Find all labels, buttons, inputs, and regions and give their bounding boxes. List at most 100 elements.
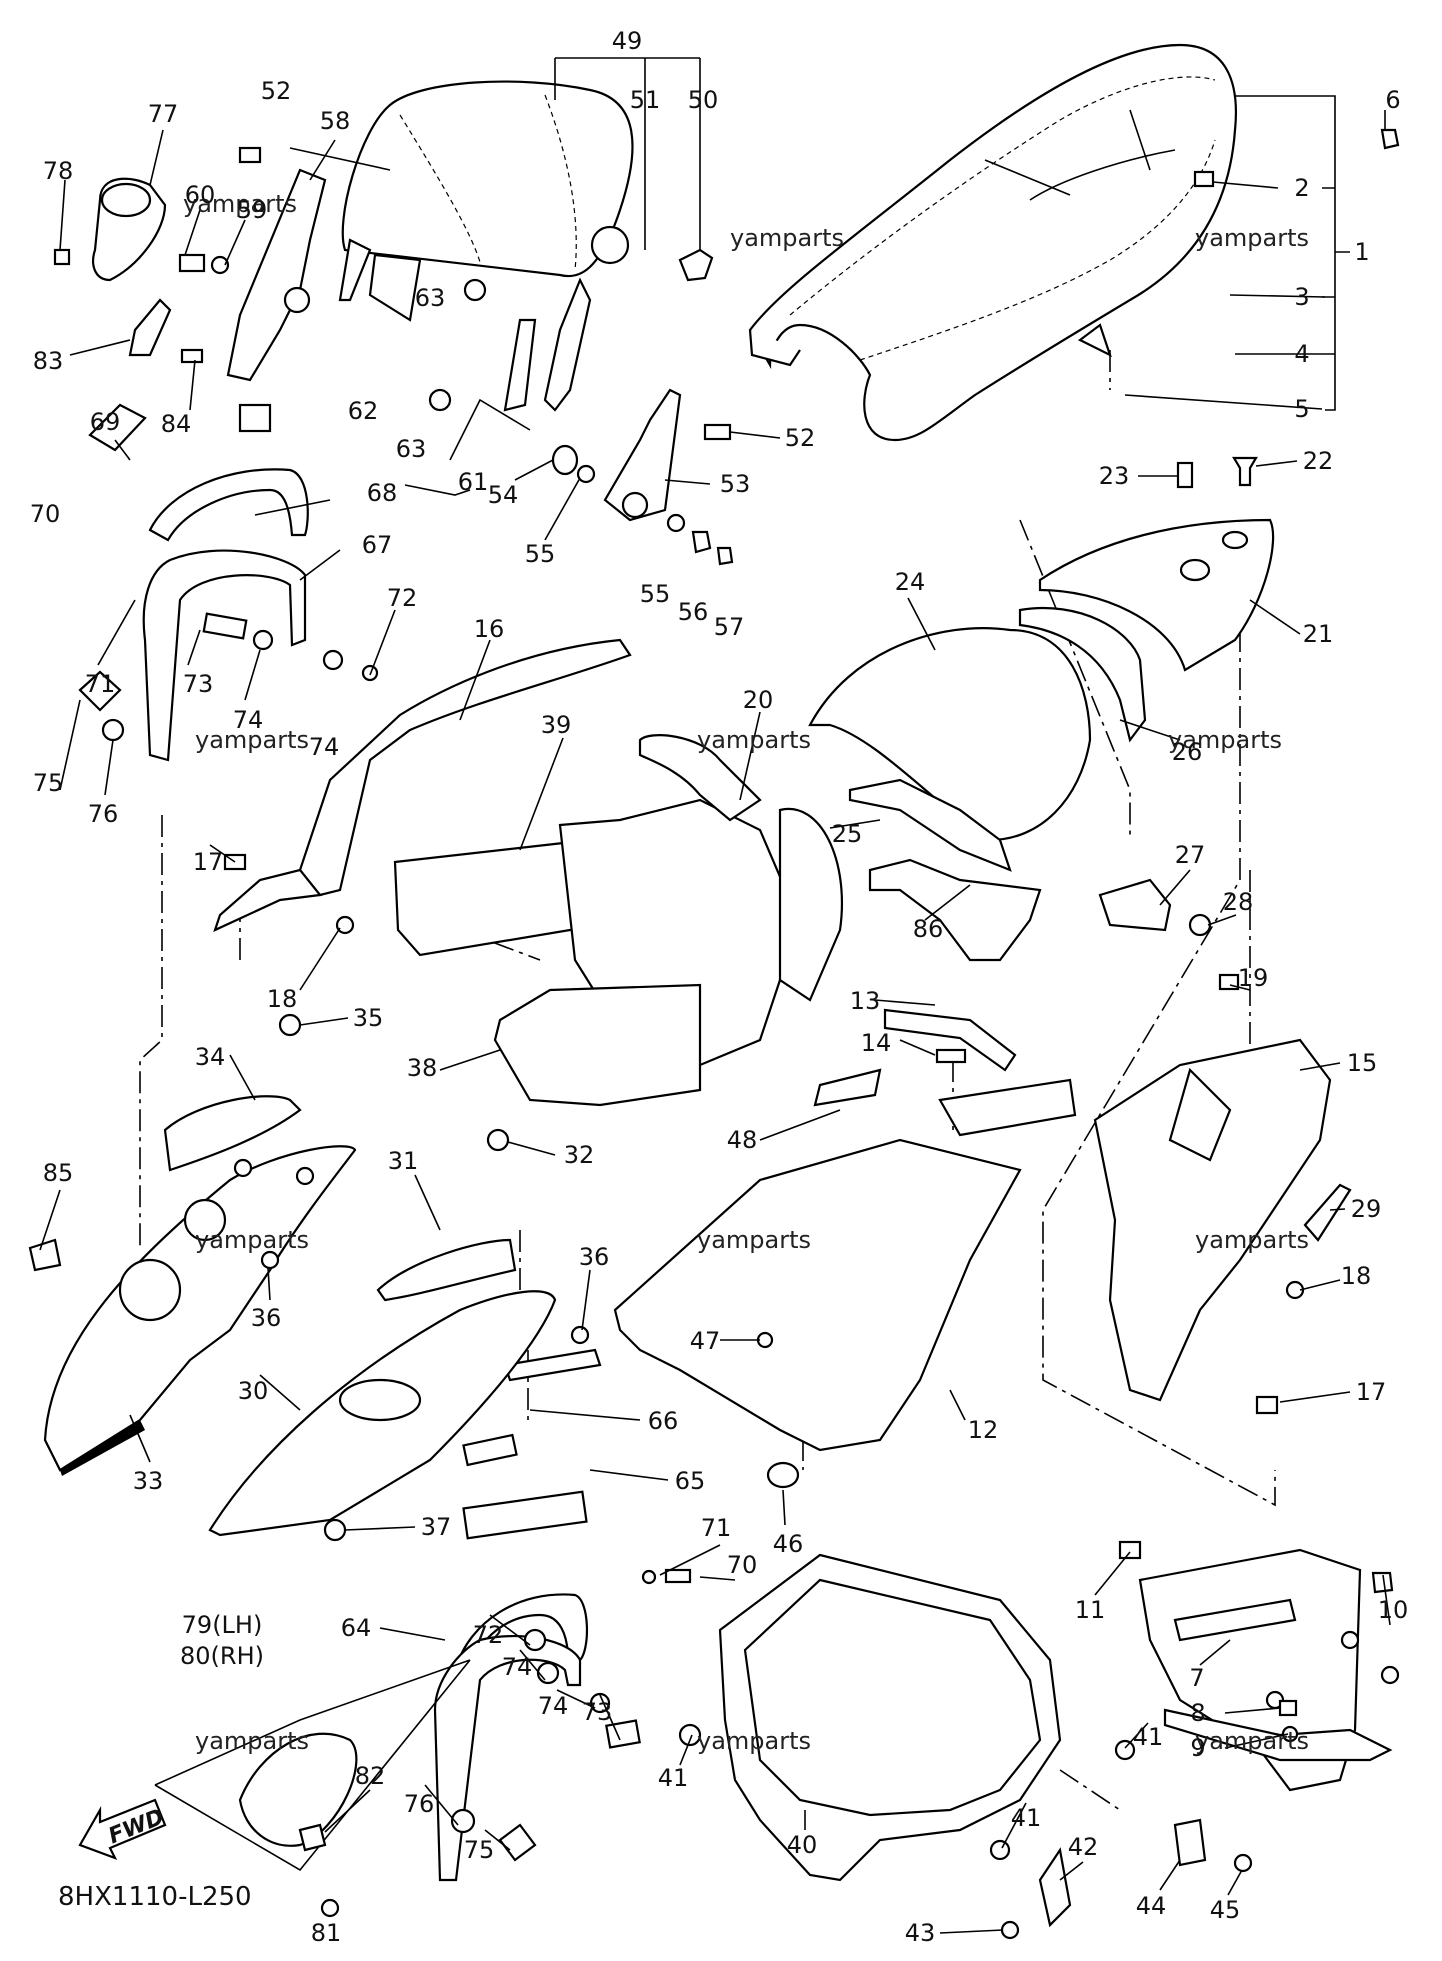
callout-24: 24: [895, 568, 926, 596]
callout-85: 85: [43, 1159, 74, 1187]
callout-35: 35: [353, 1004, 384, 1032]
callout-74: 74: [502, 1653, 533, 1681]
callout-80-rh-: 80(RH): [180, 1642, 264, 1670]
watermark-text: yamparts: [697, 1727, 811, 1755]
watermark-text: yamparts: [195, 1226, 309, 1254]
callout-86: 86: [913, 915, 944, 943]
callout-18: 18: [267, 985, 298, 1013]
watermark-text: yamparts: [697, 726, 811, 754]
watermark-text: yamparts: [1168, 726, 1282, 754]
callout-51: 51: [630, 86, 661, 114]
callout-22: 22: [1303, 447, 1334, 475]
callout-5: 5: [1294, 395, 1309, 423]
callout-32: 32: [564, 1141, 595, 1169]
callout-47: 47: [690, 1327, 721, 1355]
callout-66: 66: [648, 1407, 679, 1435]
callout-44: 44: [1136, 1892, 1167, 1920]
watermark-text: yamparts: [195, 726, 309, 754]
callout-15: 15: [1347, 1049, 1378, 1077]
frames: [718, 1548, 1400, 1882]
callout-60: 60: [185, 181, 216, 209]
callout-48: 48: [727, 1126, 758, 1154]
callout-76: 76: [88, 800, 119, 828]
watermark-text: yamparts: [730, 224, 844, 252]
callout-45: 45: [1210, 1896, 1241, 1924]
callout-50: 50: [688, 86, 719, 114]
callout-41: 41: [1133, 1723, 1164, 1751]
callout-69: 69: [90, 408, 121, 436]
callout-4: 4: [1294, 340, 1309, 368]
callout-52: 52: [261, 77, 292, 105]
callout-81: 81: [311, 1919, 342, 1947]
callout-74: 74: [538, 1692, 569, 1720]
callout-38: 38: [407, 1054, 438, 1082]
fwd-arrow-icon: FWD: [78, 1798, 168, 1861]
callout-27: 27: [1175, 841, 1206, 869]
small-fittings: [551, 388, 1258, 566]
callout-19: 19: [1238, 964, 1269, 992]
callout-72: 72: [473, 1621, 504, 1649]
callout-79-lh-: 79(LH): [182, 1611, 263, 1639]
callout-20: 20: [743, 686, 774, 714]
callout-53: 53: [720, 470, 751, 498]
callout-42: 42: [1068, 1833, 1099, 1861]
callout-29: 29: [1351, 1195, 1382, 1223]
callout-36: 36: [251, 1304, 282, 1332]
callout-46: 46: [773, 1530, 804, 1558]
callout-30: 30: [238, 1377, 269, 1405]
callout-26: 26: [1172, 738, 1203, 766]
callout-39: 39: [541, 711, 572, 739]
callout-71: 71: [701, 1514, 732, 1542]
callout-23: 23: [1099, 462, 1130, 490]
callout-11: 11: [1075, 1596, 1106, 1624]
callout-75: 75: [464, 1836, 495, 1864]
callout-61: 61: [458, 468, 489, 496]
callout-34: 34: [195, 1043, 226, 1071]
callout-8: 8: [1190, 1699, 1205, 1727]
callout-12: 12: [968, 1416, 999, 1444]
callout-13: 13: [850, 987, 881, 1015]
callout-59: 59: [237, 196, 268, 224]
main-seat: [748, 43, 1279, 442]
callout-14: 14: [861, 1029, 892, 1057]
watermark-layer: yamparts yamparts yamparts yamparts yamparts…: [183, 190, 1309, 1755]
side-covers: [28, 1038, 1352, 1537]
callout-7: 7: [1189, 1664, 1204, 1692]
callout-82: 82: [355, 1762, 386, 1790]
callout-49: 49: [612, 27, 643, 55]
callout-56: 56: [678, 598, 709, 626]
callout-54: 54: [488, 481, 519, 509]
callout-74: 74: [233, 706, 264, 734]
storage-box: [393, 734, 1077, 1452]
callout-16: 16: [474, 615, 505, 643]
rear-fender: [213, 638, 632, 933]
callout-31: 31: [388, 1147, 419, 1175]
callout-25: 25: [832, 820, 863, 848]
callout-77: 77: [148, 100, 179, 128]
leader-lines: [39, 110, 1391, 1934]
callout-57: 57: [714, 613, 745, 641]
callout-17: 17: [1356, 1378, 1387, 1406]
callout-33: 33: [133, 1467, 164, 1495]
pillion-cover: [154, 1659, 471, 1872]
callout-72: 72: [387, 584, 418, 612]
callout-28: 28: [1223, 888, 1254, 916]
callout-layer: 1234567891011121314151617171818192021222…: [30, 27, 1409, 1947]
callout-52: 52: [785, 424, 816, 452]
callout-36: 36: [579, 1243, 610, 1271]
callout-70: 70: [727, 1551, 758, 1579]
hardware: [223, 128, 1400, 1940]
callout-21: 21: [1303, 620, 1334, 648]
callout-58: 58: [320, 107, 351, 135]
left-brackets: [53, 146, 537, 412]
watermark-text: yamparts: [1195, 224, 1309, 252]
callout-63: 63: [415, 284, 446, 312]
callout-65: 65: [675, 1467, 706, 1495]
callout-64: 64: [341, 1614, 372, 1642]
diagram-code: 8HX1110-L250: [58, 1882, 252, 1912]
callout-73: 73: [582, 1698, 613, 1726]
callout-55: 55: [640, 580, 671, 608]
callout-84: 84: [161, 410, 192, 438]
watermark-text: yamparts: [195, 1727, 309, 1755]
